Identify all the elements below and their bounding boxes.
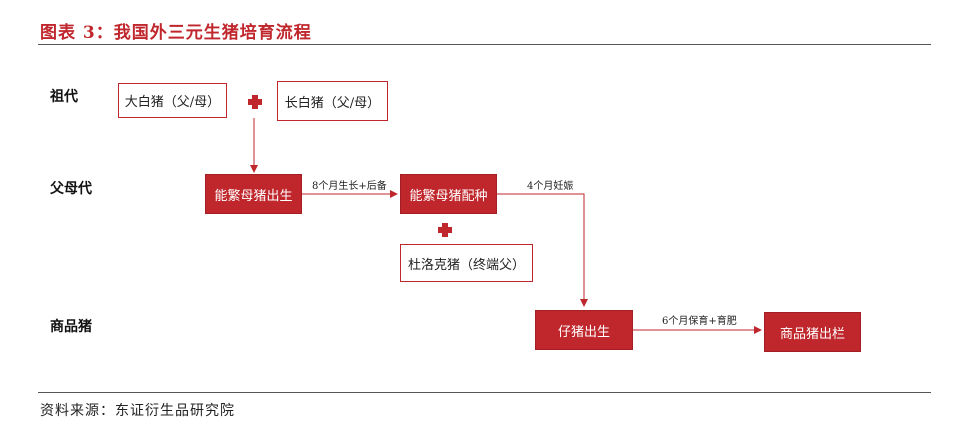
plus-icon-grandparent [248,95,262,109]
edge-sow-mating-to-piglet-birth [497,193,588,307]
figure-title: 图表 3：我国外三元生猪培育流程 [40,23,312,43]
edge-label-nursery: 6个月保育+育肥 [662,316,737,327]
source-note: 资料来源：东证衍生品研究院 [40,403,235,419]
top-rule [38,44,931,45]
edge-label-gestation: 4个月妊娠 [527,181,574,192]
node-landrace: 长白猪（父/母） [277,81,388,121]
row-label-parent: 父母代 [50,181,92,197]
edge-label-growth: 8个月生长+后备 [312,181,387,192]
node-market-pig: 商品猪出栏 [764,312,861,352]
node-duroc: 杜洛克猪（终端父） [400,244,533,282]
node-sow-birth: 能繁母猪出生 [205,174,302,214]
bottom-rule [38,392,931,393]
row-label-grandparent: 祖代 [50,89,78,105]
node-large-white: 大白猪（父/母） [118,83,227,118]
plus-icon-parent [438,223,452,237]
node-piglet-birth: 仔猪出生 [535,310,633,350]
node-sow-mating: 能繁母猪配种 [400,174,497,214]
row-label-commercial: 商品猪 [50,319,92,335]
